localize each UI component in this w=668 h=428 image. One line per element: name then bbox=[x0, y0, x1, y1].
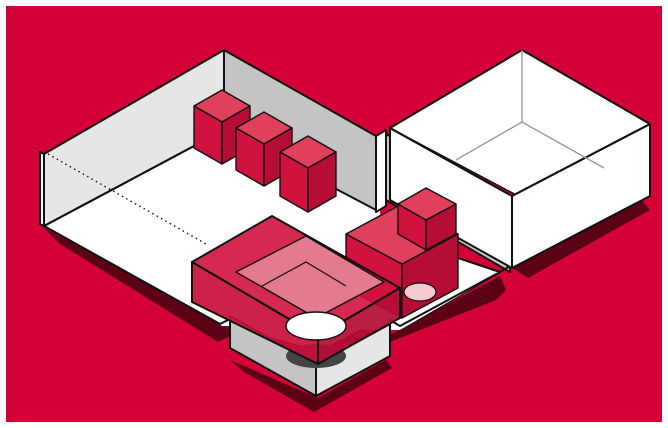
box-shadow bbox=[512, 198, 650, 278]
stack-hole bbox=[403, 282, 437, 302]
tray-inner-edge bbox=[261, 261, 347, 287]
stack-top-top bbox=[397, 187, 457, 221]
room-floor-edge-right bbox=[389, 265, 511, 327]
room-front-wall bbox=[39, 151, 45, 227]
cube-icon bbox=[279, 135, 337, 213]
tray-shadow bbox=[230, 360, 392, 412]
tray-icon bbox=[191, 215, 401, 397]
cube-icon bbox=[193, 89, 251, 165]
room-shadow bbox=[44, 228, 506, 342]
room-divider bbox=[375, 129, 387, 213]
box-rim bbox=[389, 49, 651, 197]
storage-box bbox=[389, 49, 651, 269]
dotted-guide-left bbox=[47, 153, 207, 245]
red-cubes bbox=[193, 89, 337, 213]
shadows bbox=[44, 198, 650, 412]
tray-right-face bbox=[317, 287, 401, 365]
box-inner-edge-2 bbox=[521, 121, 605, 169]
cube-3-right bbox=[307, 151, 337, 213]
tray-opening bbox=[235, 235, 385, 319]
tray-hole bbox=[285, 311, 347, 341]
cube-icon bbox=[235, 111, 293, 187]
